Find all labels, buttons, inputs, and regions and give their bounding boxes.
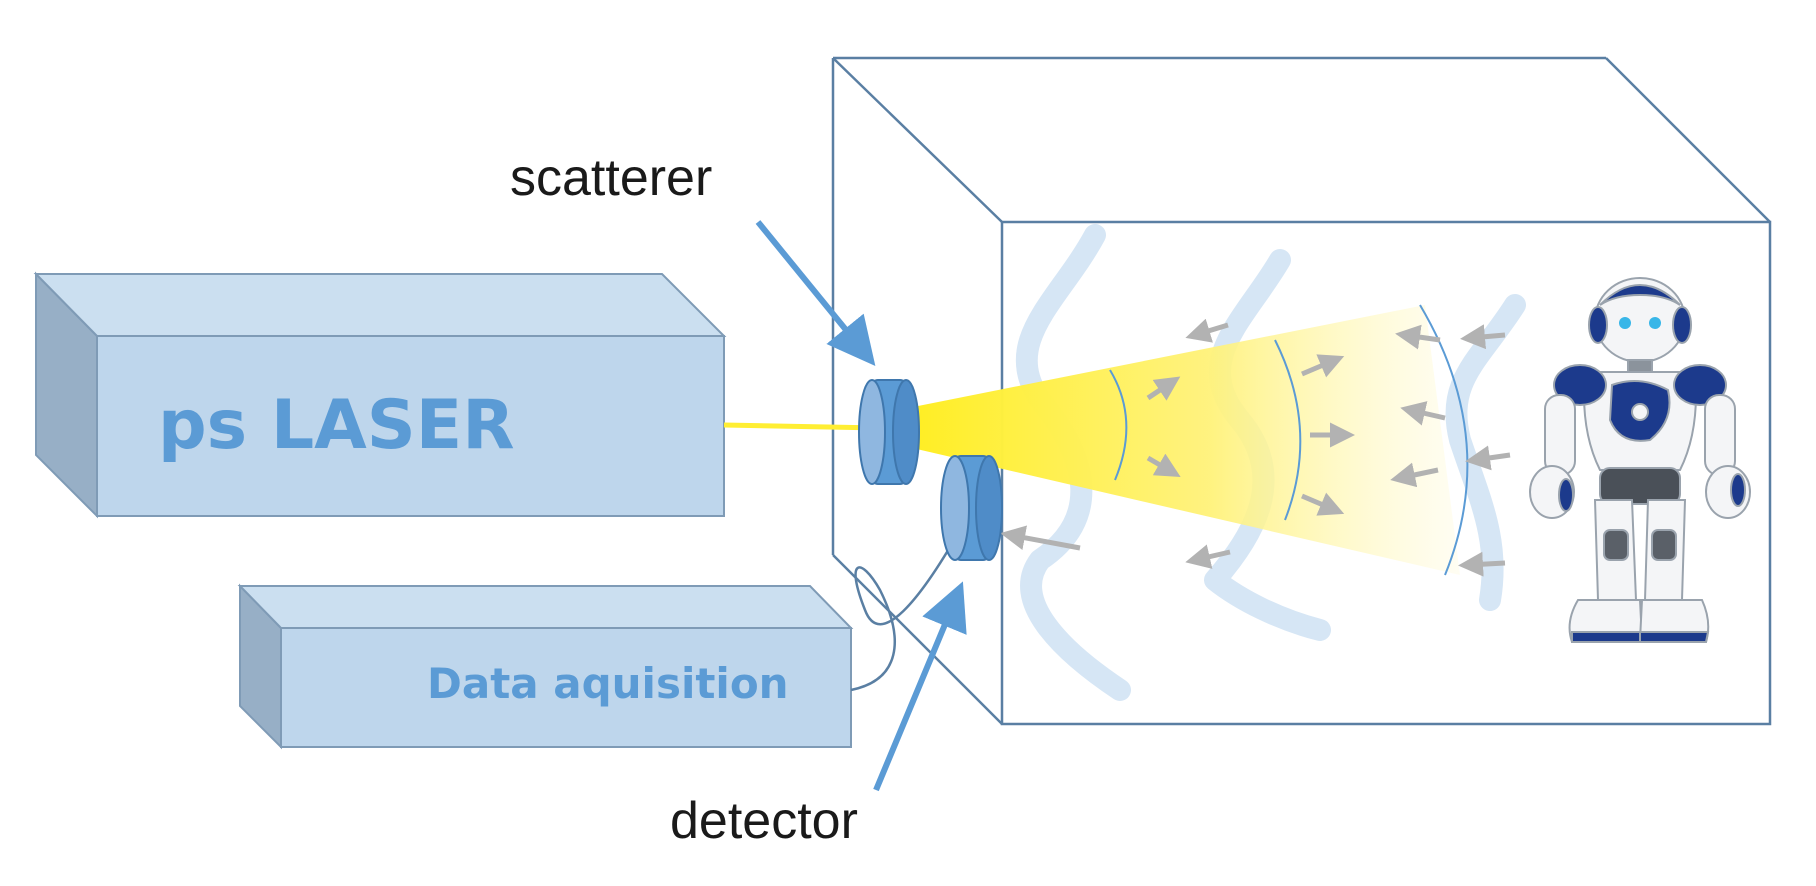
laser-box: ps LASER: [33, 271, 727, 519]
cable: [850, 529, 962, 692]
wave-arrows: [1000, 318, 1511, 577]
laser-beam-line: [723, 422, 881, 431]
daq-box: Data aquisition: [237, 583, 854, 750]
scatterer-label: scatterer: [510, 149, 712, 207]
daq-label: Data aquisition: [427, 659, 789, 708]
detector-label: detector: [670, 792, 858, 850]
chamber: [831, 56, 1772, 726]
scatterer-icon: [858, 379, 920, 485]
laser-label: ps LASER: [158, 386, 515, 465]
detector-icon: [940, 455, 1003, 561]
scatterer-arrow: [755, 220, 876, 366]
robot-icon: [1529, 277, 1751, 644]
detector-arrow: [873, 581, 967, 792]
